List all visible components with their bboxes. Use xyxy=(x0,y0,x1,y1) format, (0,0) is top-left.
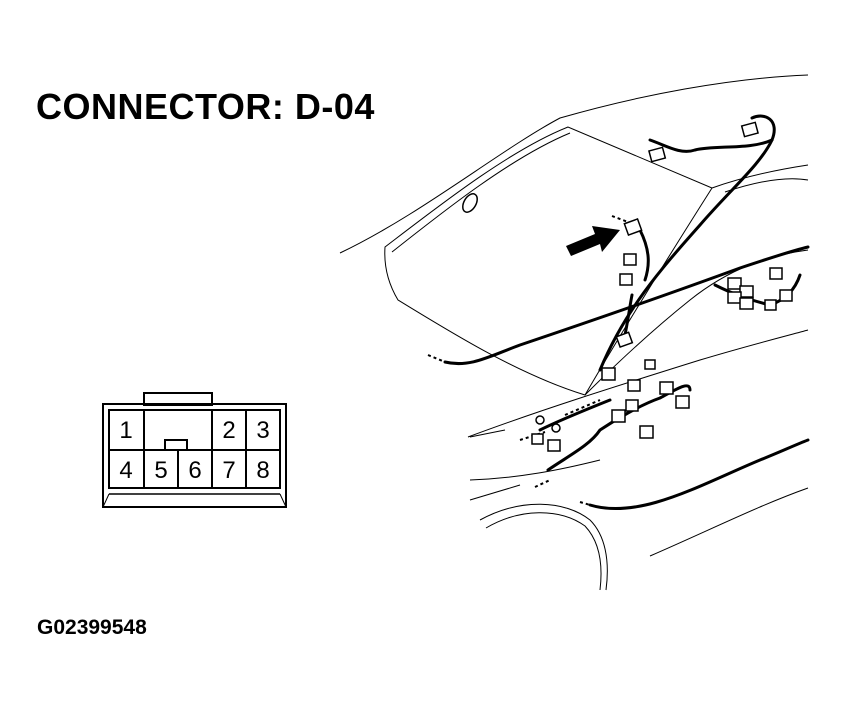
pin-label: 1 xyxy=(119,417,132,444)
locator-arrow xyxy=(566,226,620,256)
harness-connectors xyxy=(462,121,793,452)
wire-harness xyxy=(443,114,810,511)
harness-dashes xyxy=(427,215,629,506)
pin-label: 6 xyxy=(188,457,201,484)
pin-label: 5 xyxy=(154,457,167,484)
connector-outer-shell xyxy=(102,403,287,508)
pin-label: 2 xyxy=(222,417,235,444)
connector-pin-labels: 1 2 3 4 5 6 7 8 xyxy=(119,417,269,484)
pin-label: 7 xyxy=(222,457,235,484)
pin-label: 8 xyxy=(256,457,269,484)
connector-title: CONNECTOR: D-04 xyxy=(36,86,375,127)
pin-label: 4 xyxy=(119,457,132,484)
connector-key xyxy=(164,439,188,451)
pin-label: 3 xyxy=(256,417,269,444)
figure-id: G02399548 xyxy=(37,616,147,639)
connector-face xyxy=(102,392,287,508)
vehicle-outline xyxy=(339,74,809,591)
